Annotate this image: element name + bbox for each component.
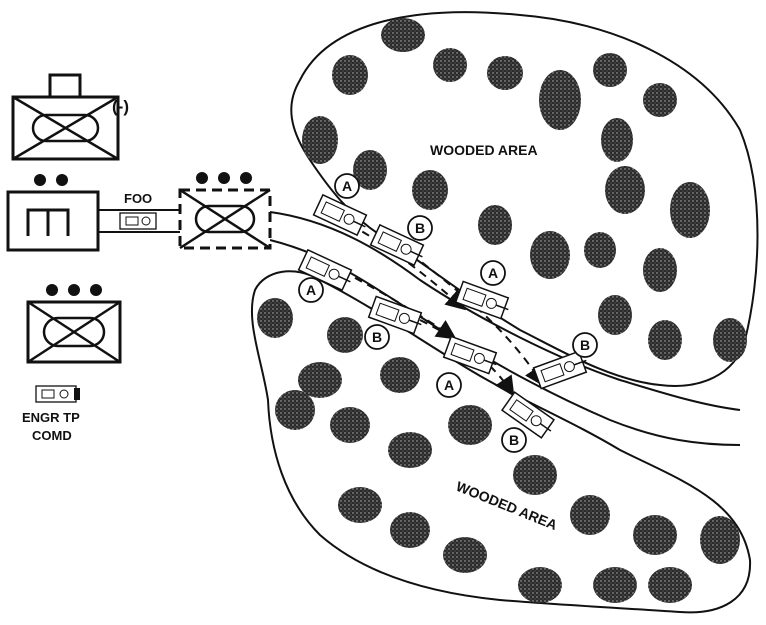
svg-text:B: B — [509, 432, 519, 448]
tree-icon — [670, 182, 710, 238]
tree-icon — [598, 295, 632, 335]
tree-icon — [433, 48, 467, 82]
reduced-label: (-) — [112, 97, 129, 116]
tree-icon — [518, 567, 562, 603]
tree-icon — [332, 55, 368, 95]
tree-icon — [601, 118, 633, 162]
svg-text:B: B — [372, 329, 382, 345]
engr-tp-vehicle-icon — [36, 386, 80, 402]
tree-icon — [584, 232, 616, 268]
svg-text:A: A — [444, 377, 454, 393]
tree-icon — [330, 407, 370, 443]
svg-text:B: B — [580, 337, 590, 353]
tree-icon — [380, 357, 420, 393]
armor-unit-top — [13, 75, 118, 159]
svg-text:B: B — [415, 220, 425, 236]
movement-arrows — [330, 225, 540, 390]
foo-vehicle-icon — [120, 213, 156, 229]
tracked-vehicle-icon — [456, 281, 512, 319]
tree-icon — [593, 567, 637, 603]
marker-a-3: A — [299, 278, 323, 302]
foo-label: FOO — [124, 191, 152, 206]
tree-icon — [448, 405, 492, 445]
marker-b-4: B — [502, 428, 526, 452]
tree-icon — [648, 567, 692, 603]
tree-icon — [643, 83, 677, 117]
svg-text:A: A — [342, 178, 352, 194]
tree-icon — [513, 455, 557, 495]
tree-icon — [390, 512, 430, 548]
armor-unit-bottom — [28, 284, 120, 362]
tree-icon — [338, 487, 382, 523]
tree-icon — [539, 70, 581, 130]
wooded-area-north-label: WOODED AREA — [430, 142, 538, 158]
svg-text:A: A — [306, 282, 316, 298]
tree-icon — [648, 320, 682, 360]
engr-tp-label: ENGR TP — [22, 410, 80, 425]
tree-icon — [478, 205, 512, 245]
marker-a-4: A — [437, 373, 461, 397]
tree-icon — [593, 53, 627, 87]
marker-a-2: A — [481, 261, 505, 285]
comd-label: COMD — [32, 428, 72, 443]
tree-icon — [633, 515, 677, 555]
tree-icon — [713, 318, 747, 362]
marker-b-2: B — [365, 325, 389, 349]
tree-icon — [643, 248, 677, 292]
tree-icon — [530, 231, 570, 279]
armor-unit-dashed — [180, 172, 270, 248]
tree-icon — [381, 18, 425, 52]
tree-icon — [302, 116, 338, 164]
tree-icon — [570, 495, 610, 535]
tree-icon — [412, 170, 448, 210]
headquarters-symbol — [8, 174, 98, 250]
svg-text:A: A — [488, 265, 498, 281]
tree-icon — [700, 516, 740, 564]
tree-icon — [275, 390, 315, 430]
marker-a-1: A — [335, 174, 359, 198]
tree-icon — [487, 56, 523, 90]
wooded-area-south-outline — [252, 271, 750, 612]
trees-north — [302, 18, 747, 362]
tree-icon — [443, 537, 487, 573]
marker-b-1: B — [408, 216, 432, 240]
tree-icon — [388, 432, 432, 468]
tree-icon — [257, 298, 293, 338]
tracked-vehicle-icon — [444, 336, 500, 374]
tree-icon — [327, 317, 363, 353]
marker-b-3: B — [573, 333, 597, 357]
tree-icon — [605, 166, 645, 214]
